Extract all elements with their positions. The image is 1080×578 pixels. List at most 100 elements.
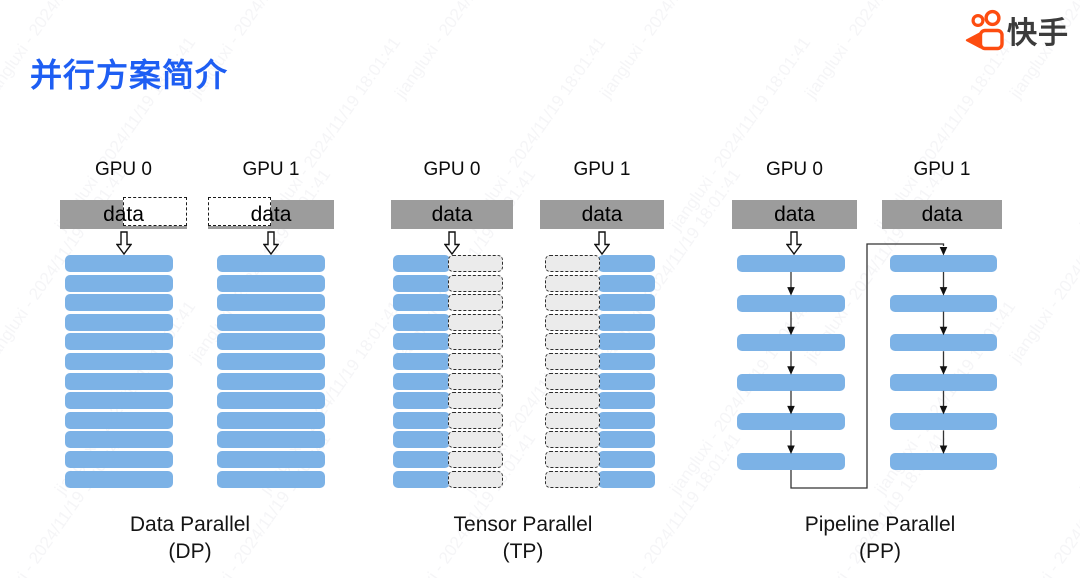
model-layer-bar	[598, 451, 655, 468]
down-arrow-icon	[444, 231, 460, 255]
data-label: data	[250, 203, 292, 226]
layer-shard-placeholder	[545, 313, 600, 331]
kuaishou-camera-icon	[965, 9, 1004, 51]
layer-shard-placeholder	[545, 431, 600, 449]
gpu-label: GPU 1	[913, 159, 971, 180]
model-layer-bar	[65, 313, 173, 331]
model-layer-bar	[890, 334, 997, 352]
layer-shard-placeholder	[448, 294, 503, 312]
model-layer-bar	[65, 333, 173, 351]
model-layer-bar	[890, 373, 997, 391]
layer-shard-placeholder	[448, 372, 503, 390]
model-layer-bar	[217, 255, 325, 272]
model-layer-bar	[598, 333, 655, 351]
model-layer-bar	[217, 333, 325, 351]
model-layer-bar	[598, 255, 655, 272]
model-layer-bar	[598, 372, 655, 390]
model-layer-bar	[737, 255, 845, 272]
model-layer-bar	[598, 392, 655, 410]
data-bar	[391, 200, 513, 229]
camera-lens-triangle	[965, 32, 982, 49]
model-layer-bar	[65, 392, 173, 410]
model-layer-bar	[217, 431, 325, 449]
model-layer-bar	[737, 334, 845, 352]
layer-shard-placeholder	[448, 411, 503, 429]
model-layer-bar	[737, 413, 845, 431]
layer-shard-placeholder	[545, 451, 600, 468]
layer-shard-placeholder	[545, 333, 600, 351]
layer-shard-placeholder	[545, 470, 600, 488]
section-caption-abbr: (TP)	[502, 540, 544, 563]
data-label: data	[103, 203, 144, 226]
model-layer-bar	[65, 255, 173, 272]
model-layer-bar	[217, 274, 325, 292]
layer-shard-placeholder	[448, 451, 503, 468]
layer-shard-placeholder	[448, 353, 503, 370]
model-layer-bar	[393, 411, 450, 429]
down-arrow-icon	[786, 231, 802, 255]
section-caption-abbr: (DP)	[168, 540, 212, 563]
data-bar	[732, 200, 857, 229]
model-layer-bar	[598, 431, 655, 449]
data-label: data	[581, 203, 623, 226]
layer-shard-placeholder	[545, 353, 600, 370]
layer-shard-placeholder	[448, 431, 503, 449]
model-layer-bar	[598, 353, 655, 370]
page-title: 并行方案简介	[30, 57, 229, 93]
model-layer-bar	[393, 392, 450, 410]
model-layer-bar	[65, 274, 173, 292]
data-bar	[882, 200, 1002, 229]
model-layer-bar	[217, 411, 325, 429]
model-layer-bar	[65, 372, 173, 390]
down-arrow-icon	[115, 231, 132, 255]
logo-wordmark: 快手	[1007, 17, 1069, 50]
model-layer-bar	[737, 373, 845, 391]
gpu-label: GPU 0	[423, 159, 481, 180]
section-caption: Tensor Parallel	[453, 513, 593, 536]
model-layer-bar	[393, 255, 450, 272]
model-layer-bar	[393, 470, 450, 488]
model-layer-bar	[217, 470, 325, 488]
model-layer-bar	[393, 353, 450, 370]
model-layer-bar	[737, 294, 845, 312]
gpu-label: GPU 1	[573, 159, 631, 180]
model-layer-bar	[598, 313, 655, 331]
model-layer-bar	[65, 451, 173, 468]
model-layer-bar	[217, 294, 325, 312]
layer-shard-placeholder	[545, 411, 600, 429]
layer-shard-placeholder	[448, 333, 503, 351]
gpu-label: GPU 1	[242, 159, 300, 180]
model-layer-bar	[393, 294, 450, 312]
layer-shard-placeholder	[545, 372, 600, 390]
layer-shard-placeholder	[448, 255, 503, 272]
model-layer-bar	[598, 294, 655, 312]
section-caption: Pipeline Parallel	[804, 513, 956, 536]
model-layer-bar	[393, 274, 450, 292]
data-label: data	[921, 203, 963, 226]
layer-shard-placeholder	[545, 274, 600, 292]
down-arrow-icon	[263, 231, 279, 255]
gpu-label: GPU 0	[94, 159, 153, 180]
model-layer-bar	[217, 313, 325, 331]
model-layer-bar	[393, 451, 450, 468]
model-layer-bar	[890, 255, 997, 272]
model-layer-bar	[65, 470, 173, 488]
section-caption-abbr: (PP)	[859, 540, 901, 563]
layer-shard-placeholder	[448, 274, 503, 292]
model-layer-bar	[598, 274, 655, 292]
down-arrow-icon	[594, 231, 610, 255]
model-layer-bar	[65, 294, 173, 312]
data-shard-placeholder	[123, 197, 187, 226]
layer-shard-placeholder	[448, 392, 503, 410]
model-layer-bar	[217, 353, 325, 370]
model-layer-bar	[598, 470, 655, 488]
data-label: data	[431, 203, 473, 226]
model-layer-bar	[393, 431, 450, 449]
data-label: data	[774, 203, 815, 226]
model-layer-bar	[393, 313, 450, 331]
model-layer-bar	[890, 294, 997, 312]
model-layer-bar	[65, 411, 173, 429]
model-layer-bar	[890, 453, 997, 470]
model-layer-bar	[393, 333, 450, 351]
